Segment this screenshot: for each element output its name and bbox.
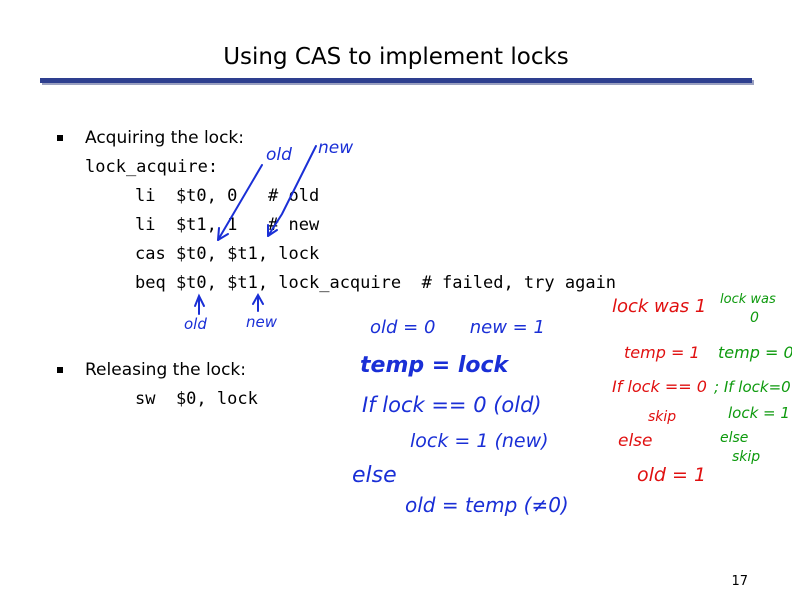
annotation-old-top: old xyxy=(266,145,292,165)
slide-title: Using CAS to implement locks xyxy=(223,44,569,70)
code-label: lock_acquire: xyxy=(85,157,219,177)
red-line-3: If lock == 0 xyxy=(612,377,707,396)
blue-line-4: lock = 1 (new) xyxy=(410,430,549,452)
acquire-heading: Acquiring the lock: xyxy=(85,128,244,148)
code-line-2: li $t1, 1 # new xyxy=(135,215,320,235)
red-line-4: skip xyxy=(648,409,676,425)
bullet-acquire xyxy=(57,135,63,141)
blue-line-1: old = 0 new = 1 xyxy=(370,317,545,338)
annotation-old-bottom: old xyxy=(184,315,207,333)
green-line-4: ; If lock=0 xyxy=(714,378,791,396)
bullet-release xyxy=(57,367,63,373)
caret-new xyxy=(252,292,264,312)
red-line-2: temp = 1 xyxy=(624,343,700,362)
code-line-4: beq $t0, $t1, lock_acquire # failed, try… xyxy=(135,273,617,293)
blue-line-5: else xyxy=(352,463,397,488)
arrow-new-to-t1 xyxy=(267,145,317,237)
red-line-1: lock was 1 xyxy=(612,296,706,317)
green-line-7: skip xyxy=(732,449,760,465)
green-line-1: lock was xyxy=(720,292,776,307)
green-line-2: 0 xyxy=(750,310,759,326)
release-code-line: sw $0, lock xyxy=(135,389,258,409)
annotation-new-bottom: new xyxy=(246,313,278,331)
title-underline xyxy=(40,78,752,83)
release-heading: Releasing the lock: xyxy=(85,360,247,380)
red-line-6: old = 1 xyxy=(637,464,706,486)
blue-line-6: old = temp (≠0) xyxy=(405,493,569,517)
code-line-3: cas $t0, $t1, lock xyxy=(135,244,320,264)
caret-old xyxy=(194,293,205,315)
code-line-1: li $t0, 0 # old xyxy=(135,186,320,206)
green-line-6: else xyxy=(720,430,748,446)
blue-line-2: temp = lock xyxy=(360,353,510,378)
arrow-old-to-t0 xyxy=(217,164,263,241)
page-number: 17 xyxy=(731,574,748,589)
green-line-5: lock = 1 xyxy=(728,404,790,422)
annotation-new-top: new xyxy=(318,138,353,158)
red-line-5: else xyxy=(618,431,653,451)
blue-line-3: If lock == 0 (old) xyxy=(362,393,542,417)
green-line-3: temp = 0 xyxy=(718,343,792,362)
